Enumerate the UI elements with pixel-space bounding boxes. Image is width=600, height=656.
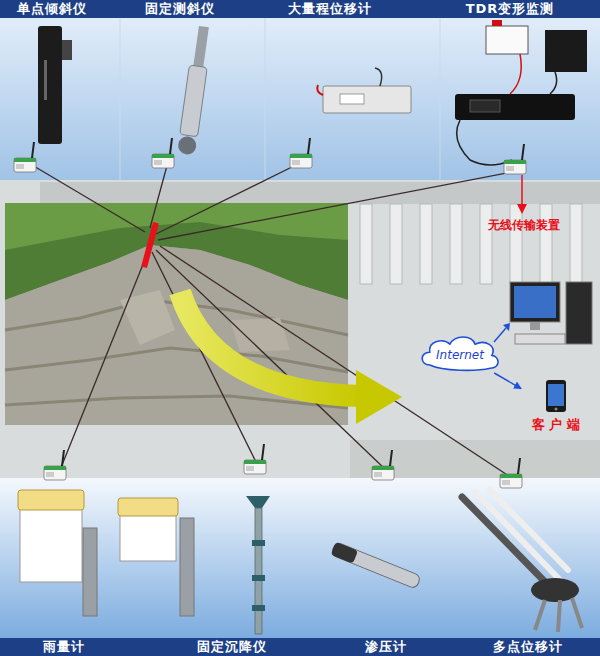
network-arrow xyxy=(494,373,521,389)
sensor-name: TDR变形监测 xyxy=(466,1,555,17)
dam-background xyxy=(0,180,600,478)
sensor-name: 雨量计 xyxy=(43,639,85,655)
device-label: 无线传输装置 xyxy=(488,217,560,233)
sensor-name: 渗压计 xyxy=(365,639,407,655)
phone-icon xyxy=(545,379,567,413)
sensor-pictures xyxy=(18,20,587,634)
client-device: 客 户 端 xyxy=(521,379,591,439)
network-label: Internet xyxy=(418,348,502,362)
leader-lines xyxy=(32,162,512,478)
sensor-name: 固定沉降仪 xyxy=(197,639,267,655)
computer-arrow xyxy=(494,323,510,342)
sensor-name: 固定测斜仪 xyxy=(145,1,215,17)
sensor-name: 单点倾斜仪 xyxy=(17,1,87,17)
top-panel xyxy=(0,0,600,185)
internet-cloud: Internet xyxy=(418,333,502,373)
data-flow-arrow xyxy=(180,292,402,424)
sensor-name: 多点位移计 xyxy=(493,639,563,655)
bottom-panel xyxy=(0,478,600,656)
wireless-devices xyxy=(14,138,526,488)
computer xyxy=(510,282,592,344)
sensor-name: 大量程位移计 xyxy=(288,1,372,17)
client-label: 客 户 端 xyxy=(521,417,591,433)
sensor-marker xyxy=(141,222,159,268)
red-pointer xyxy=(517,175,527,214)
